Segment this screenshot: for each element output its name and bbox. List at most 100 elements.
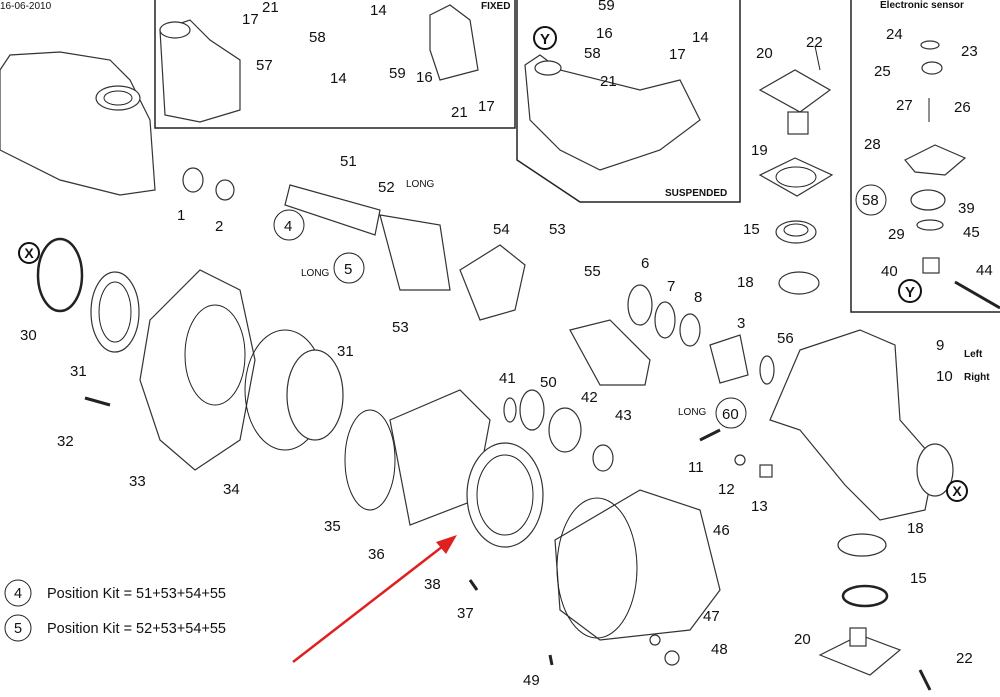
y-marker-sensor: Y <box>898 279 922 303</box>
callout: 11 <box>688 459 704 476</box>
callout: 8 <box>694 289 702 306</box>
callout: 41 <box>499 370 516 387</box>
callout: 2 <box>215 218 223 235</box>
left-note: Left <box>964 349 983 360</box>
callout: 22 <box>956 650 973 667</box>
callout: 10 <box>936 368 953 385</box>
callout: 42 <box>581 389 598 406</box>
callout: 58 <box>309 29 326 46</box>
callout: 43 <box>615 407 632 424</box>
callout: 20 <box>756 45 773 62</box>
callout: 15 <box>910 570 927 587</box>
callout: 32 <box>57 433 74 450</box>
callout: 3 <box>737 315 745 332</box>
callout: 19 <box>751 142 768 159</box>
callout: 48 <box>711 641 728 658</box>
svg-text:Position Kit = 52+53+54+55: Position Kit = 52+53+54+55 <box>47 621 226 637</box>
callout: 6 <box>641 255 649 272</box>
callout: 40 <box>881 263 898 280</box>
callout: 15 <box>743 221 760 238</box>
callout: 47 <box>703 608 720 625</box>
callout: 21 <box>262 0 279 16</box>
svg-text:Position Kit = 51+53+54+55: Position Kit = 51+53+54+55 <box>47 586 226 602</box>
legend-kit-4: 4 Position Kit = 51+53+54+55 <box>4 579 226 607</box>
callout: 60 <box>722 406 739 423</box>
callout: 44 <box>976 262 993 279</box>
callout: 14 <box>370 2 387 19</box>
suspended-label: SUSPENDED <box>665 188 727 199</box>
callout: 17 <box>478 98 495 115</box>
callout: 36 <box>368 546 385 563</box>
svg-text:X: X <box>24 245 34 261</box>
callout: 17 <box>242 11 259 28</box>
callout: 37 <box>457 605 474 622</box>
callout: 22 <box>806 34 823 51</box>
circled-markers <box>273 184 887 429</box>
callout: 28 <box>864 136 881 153</box>
long-note: LONG <box>301 268 330 279</box>
callout: 57 <box>256 57 273 74</box>
callout: 39 <box>958 200 975 217</box>
x-marker-left: X <box>18 242 40 264</box>
sensor-parts <box>904 40 1000 310</box>
right-note: Right <box>964 372 990 383</box>
callout: 1 <box>177 207 185 224</box>
callout: 14 <box>330 70 347 87</box>
callout: 59 <box>389 65 406 82</box>
callout: 18 <box>907 520 924 537</box>
housing-fixed <box>159 4 479 123</box>
svg-text:Y: Y <box>905 284 915 301</box>
svg-text:X: X <box>952 483 962 499</box>
callout-labels: 17 21 14 58 57 14 59 16 21 17 59 16 58 1… <box>20 0 993 689</box>
callout: 53 <box>549 221 566 238</box>
callout: 14 <box>692 29 709 46</box>
callout: 24 <box>886 26 903 43</box>
callout: 30 <box>20 327 37 344</box>
axle-housing-left <box>0 51 156 196</box>
callout: 17 <box>669 46 686 63</box>
callout: 33 <box>129 473 146 490</box>
callout: 31 <box>70 363 87 380</box>
callout: 35 <box>324 518 341 535</box>
legend-kit-5: 5 Position Kit = 52+53+54+55 <box>4 614 226 642</box>
callout: 13 <box>751 498 768 515</box>
main-parts <box>36 167 954 691</box>
callout: 49 <box>523 672 540 689</box>
x-marker-right: X <box>946 480 968 502</box>
callout: 45 <box>963 224 980 241</box>
fixed-label: FIXED <box>481 1 510 12</box>
callout: 20 <box>794 631 811 648</box>
callout: 23 <box>961 43 978 60</box>
red-arrow-annotation <box>292 535 457 663</box>
long-note: LONG <box>406 179 435 190</box>
kingpin-stack <box>758 45 834 295</box>
callout: 31 <box>337 343 354 360</box>
callout: 4 <box>284 218 292 235</box>
callout: 53 <box>392 319 409 336</box>
callout: 16 <box>596 25 613 42</box>
callout: 46 <box>713 522 730 539</box>
svg-text:5: 5 <box>14 621 22 637</box>
callout: 27 <box>896 97 913 114</box>
y-marker-suspended: Y <box>533 26 557 50</box>
callout: 50 <box>540 374 557 391</box>
sensor-label: Electronic sensor <box>880 0 964 11</box>
callout: 29 <box>888 226 905 243</box>
callout: 56 <box>777 330 794 347</box>
date-label: 16-06-2010 <box>0 1 52 12</box>
housing-suspended <box>524 54 701 171</box>
svg-text:4: 4 <box>14 586 22 602</box>
callout: 34 <box>223 481 240 498</box>
callout: 12 <box>718 481 735 498</box>
fixed-inset-frame <box>154 0 516 129</box>
callout: 52 <box>378 179 395 196</box>
suspended-inset-frame <box>516 0 741 203</box>
callout: 5 <box>344 261 352 278</box>
sensor-inset-frame <box>850 0 1000 313</box>
callout: 58 <box>862 192 879 209</box>
svg-text:Y: Y <box>540 31 550 48</box>
callout: 21 <box>451 104 468 121</box>
callout: 21 <box>600 73 617 90</box>
callout: 38 <box>424 576 441 593</box>
